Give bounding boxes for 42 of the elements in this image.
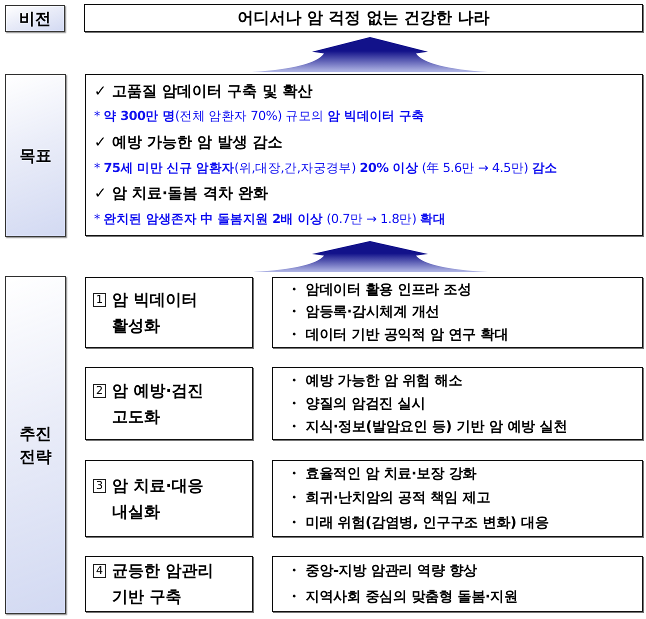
bullet-item: ・ 희귀·난치암의 공적 책임 제고 bbox=[287, 489, 490, 508]
goal-heading: ✓ 고품질 암데이터 구축 및 확산 bbox=[94, 82, 313, 101]
vision-box bbox=[84, 4, 643, 32]
goals-panel bbox=[85, 74, 643, 236]
row-header bbox=[5, 276, 66, 614]
strategy-items-box bbox=[272, 277, 643, 348]
header-text: 비전 bbox=[19, 8, 51, 30]
bullet-item: ・ 중앙-지방 암관리 역량 향상 bbox=[287, 562, 477, 580]
strategy-items-box bbox=[272, 367, 643, 440]
bullet-item: ・ 암데이터 활용 인프라 조성 bbox=[287, 281, 472, 300]
bullet-item: ・ 데이터 기반 공익적 암 연구 확대 bbox=[287, 326, 508, 344]
strategy-title-box bbox=[85, 556, 253, 612]
strategy-items-box bbox=[272, 556, 643, 612]
strategy-title: 암 예방·검진 고도화 bbox=[112, 380, 205, 428]
goal-detail: *75세 미만 신규 암환자(위,대장,간,자궁경부) 20% 이상 (年 5.6만 → 4.5만) 감소 bbox=[94, 160, 558, 177]
strategy-title-box bbox=[85, 277, 253, 348]
row-header bbox=[5, 74, 66, 237]
strategy-title: 암 빅데이터 활성화 bbox=[112, 288, 199, 336]
header-text: 목표 bbox=[20, 144, 52, 167]
strategy-title: 암 치료·대응 내실화 bbox=[112, 474, 205, 522]
strategy-title-box bbox=[85, 460, 253, 537]
strategy-number: 2 bbox=[93, 384, 106, 398]
goal-detail: *완치된 암생존자 中 돌봄지원 2배 이상 (0.7만 → 1.8만) 확대 bbox=[94, 211, 446, 228]
bullet-item: ・ 지역사회 중심의 맞춤형 돌봄·지원 bbox=[287, 588, 518, 606]
strategy-title: 균등한 암관리 기반 구축 bbox=[112, 560, 215, 608]
strategy-title-box bbox=[85, 367, 253, 440]
goal-heading: ✓ 예방 가능한 암 발생 감소 bbox=[94, 133, 283, 152]
strategy-number: 1 bbox=[93, 292, 106, 307]
vision-statement: 어디서나 암 걱정 없는 건강한 나라 bbox=[238, 8, 490, 28]
bullet-item: ・ 암등록·감시체계 개선 bbox=[287, 303, 440, 322]
goal-heading: ✓ 암 치료·돌봄 격차 완화 bbox=[94, 184, 268, 204]
bullet-item: ・ 미래 위험(감염병, 인구구조 변화) 대응 bbox=[287, 514, 549, 532]
strategy-number: 4 bbox=[93, 564, 106, 578]
strategy-number: 3 bbox=[93, 478, 106, 493]
bullet-item: ・ 양질의 암검진 실시 bbox=[287, 394, 426, 412]
bullet-item: ・ 예방 가능한 암 위험 해소 bbox=[287, 372, 462, 390]
strategy-items-box bbox=[272, 460, 643, 537]
row-header bbox=[5, 5, 65, 32]
goal-detail: *약 300만 명(전체 암환자 70%) 규모의 암 빅데이터 구축 bbox=[94, 108, 424, 126]
bullet-item: ・ 지식·정보(발암요인 등) 기반 암 예방 실천 bbox=[287, 418, 568, 436]
bullet-item: ・ 효율적인 암 치료·보장 강화 bbox=[287, 465, 476, 484]
header-text: 추진 전략 bbox=[18, 422, 52, 468]
